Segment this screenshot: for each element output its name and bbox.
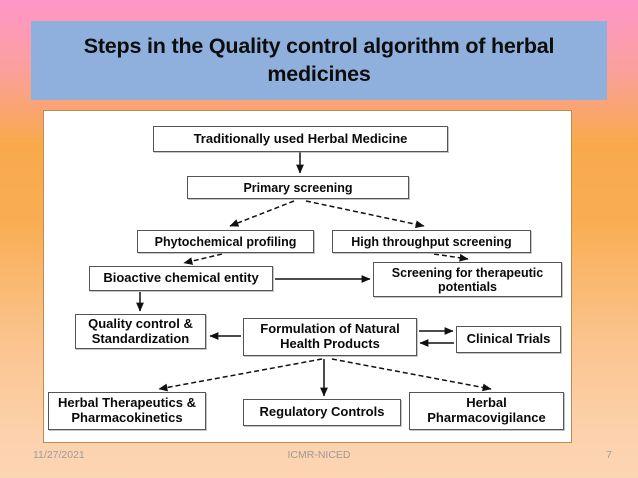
flowchart-container: Traditionally used Herbal Medicine Prima… — [43, 110, 572, 443]
node-label: Formulation of Natural Health Products — [260, 321, 400, 351]
slide-footer: 11/27/2021 ICMR-NICED 7 — [0, 449, 638, 469]
node-phytochemical-profiling: Phytochemical profiling — [137, 230, 314, 253]
node-herbal-pharmacovigilance: Herbal Pharmacovigilance — [409, 392, 564, 430]
node-traditionally-used-herbal-medicine: Traditionally used Herbal Medicine — [153, 126, 448, 152]
node-label: Phytochemical profiling — [154, 234, 297, 249]
node-regulatory-controls: Regulatory Controls — [243, 399, 401, 426]
node-quality-control-and-standardization: Quality control & Standardization — [75, 314, 206, 349]
flowchart-connectors — [136, 152, 492, 397]
node-label: Clinical Trials — [466, 331, 551, 347]
page-title: Steps in the Quality control algorithm o… — [83, 34, 555, 86]
node-label: Screening for therapeutic potentials — [391, 265, 544, 294]
node-label: Traditionally used Herbal Medicine — [193, 130, 408, 146]
node-label: Herbal Therapeutics & Pharmacokinetics — [58, 395, 196, 425]
node-screening-for-therapeutic-potentials: Screening for therapeutic potentials — [373, 262, 562, 297]
footer-date: 11/27/2021 — [33, 449, 85, 461]
node-formulation-of-natural-health-products: Formulation of Natural Health Products — [243, 318, 417, 356]
node-label: Quality control & Standardization — [88, 315, 193, 346]
node-primary-screening: Primary screening — [187, 176, 409, 199]
node-bioactive-chemical-entity: Bioactive chemical entity — [89, 266, 273, 291]
node-herbal-therapeutics-and-pharmacokinetics: Herbal Therapeutics & Pharmacokinetics — [48, 392, 206, 430]
node-label: Regulatory Controls — [259, 404, 385, 420]
slide-title-banner: Steps in the Quality control algorithm o… — [31, 21, 607, 100]
node-label: Primary screening — [243, 180, 353, 195]
node-label: High throughput screening — [351, 234, 512, 249]
node-high-throughput-screening: High throughput screening — [332, 230, 531, 253]
footer-organization: ICMR-NICED — [287, 449, 351, 461]
footer-page-number: 7 — [606, 449, 612, 461]
node-clinical-trials: Clinical Trials — [456, 326, 561, 353]
node-label: Herbal Pharmacovigilance — [427, 395, 546, 425]
node-label: Bioactive chemical entity — [103, 270, 259, 286]
